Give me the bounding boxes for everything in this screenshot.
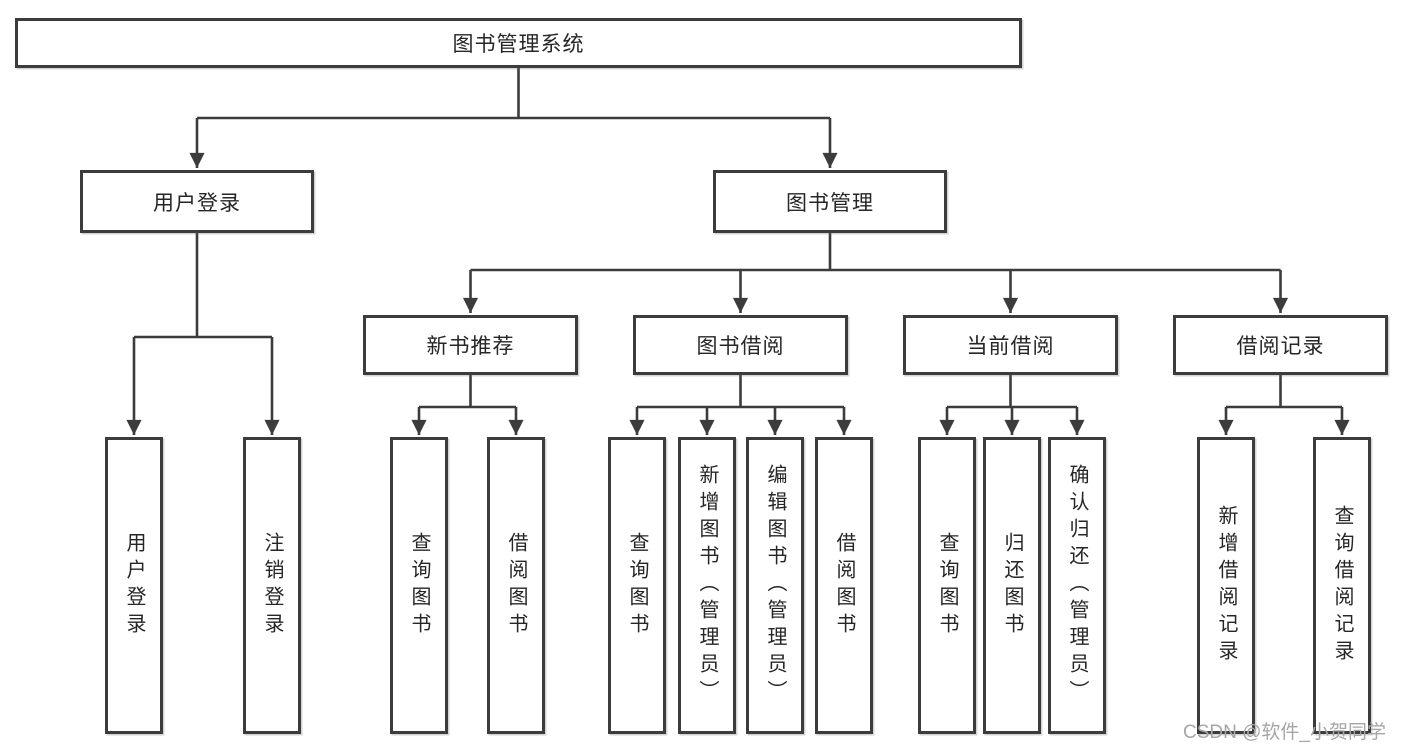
leaf-cb-return-books: 归还图书 bbox=[983, 437, 1041, 734]
leaf-bb-add-books-admin: 新增图书（管理员） bbox=[678, 437, 736, 734]
leaf-bb-borrow-books: 借阅图书 bbox=[815, 437, 873, 734]
leaf-user-login: 用户登录 bbox=[105, 437, 163, 734]
node-current-borrowing: 当前借阅 bbox=[903, 315, 1118, 375]
node-new-book-recommendation: 新书推荐 bbox=[363, 315, 578, 375]
node-library-management-system: 图书管理系统 bbox=[15, 18, 1022, 68]
node-book-management: 图书管理 bbox=[713, 170, 947, 233]
leaf-br-add-borrow-record: 新增借阅记录 bbox=[1197, 437, 1255, 734]
leaf-nbr-query-books: 查询图书 bbox=[390, 437, 448, 734]
node-book-borrowing: 图书借阅 bbox=[633, 315, 848, 375]
leaf-logout: 注销登录 bbox=[243, 437, 301, 734]
leaf-bb-query-books: 查询图书 bbox=[608, 437, 666, 734]
leaf-br-query-borrow-record: 查询借阅记录 bbox=[1313, 437, 1371, 734]
leaf-cb-confirm-return-admin: 确认归还（管理员） bbox=[1048, 437, 1106, 734]
csdn-watermark: CSDN @软件_小贺同学 bbox=[1183, 722, 1386, 743]
leaf-cb-query-books: 查询图书 bbox=[918, 437, 976, 734]
node-borrowing-records: 借阅记录 bbox=[1173, 315, 1388, 375]
leaf-nbr-borrow-books: 借阅图书 bbox=[487, 437, 545, 734]
leaf-bb-edit-books-admin: 编辑图书（管理员） bbox=[746, 437, 804, 734]
node-user-login: 用户登录 bbox=[80, 170, 314, 233]
